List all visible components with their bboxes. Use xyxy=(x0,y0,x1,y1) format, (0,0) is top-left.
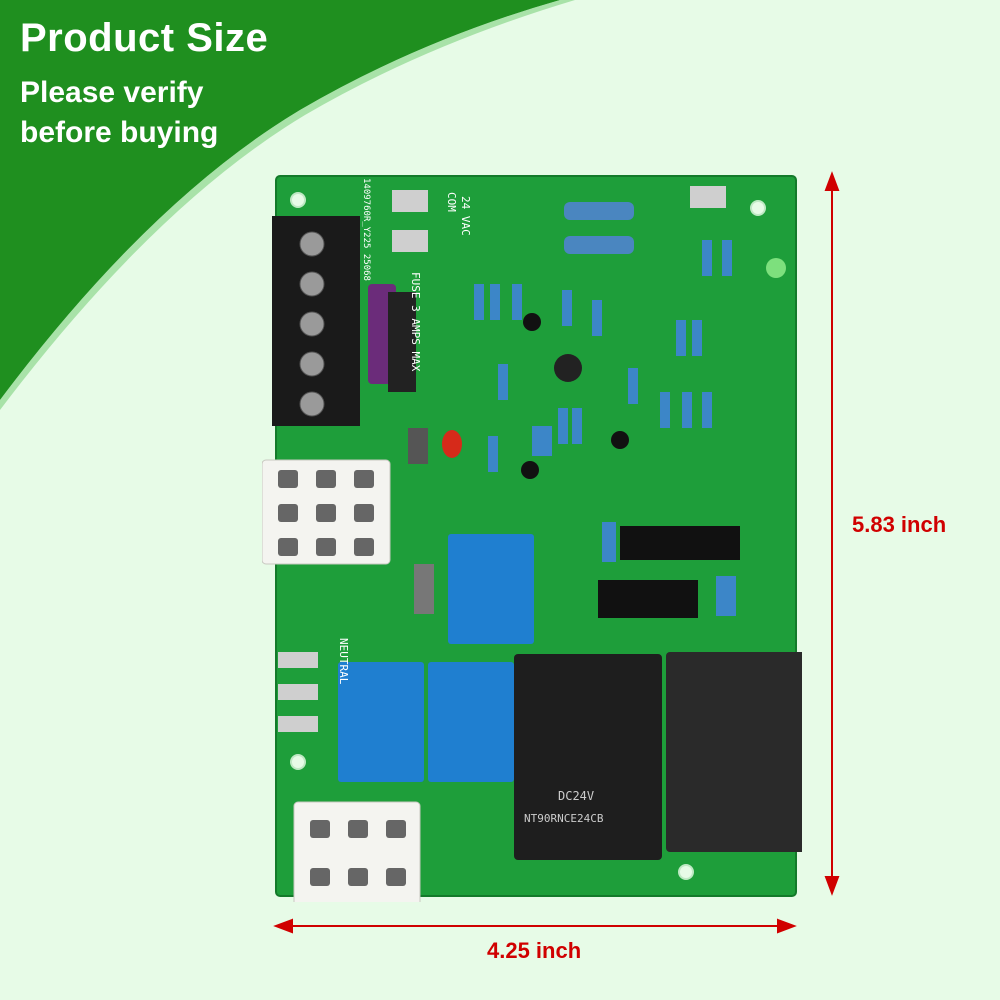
silk-fuse-label: FUSE 3 AMPS MAX xyxy=(409,272,422,372)
part-number-label: 1409760R_Y225 25068 xyxy=(361,178,371,281)
circuit-board-image: FUSE 3 AMPS MAX 24 VAC COM NEUTRAL 14097… xyxy=(261,172,818,913)
banner-title: Product Size xyxy=(20,16,269,60)
relay-big-model: NT90RNCE24CB xyxy=(524,812,604,825)
silk-com-label: COM xyxy=(445,192,458,212)
circuit-board-drawing: FUSE 3 AMPS MAX 24 VAC COM NEUTRAL 14097… xyxy=(261,175,818,913)
banner-line-1: Please verify xyxy=(20,76,204,109)
width-dimension-label: 4.25 inch xyxy=(487,938,582,963)
height-dimension-label: 5.83 inch xyxy=(852,512,947,537)
relay-big-voltage: DC24V xyxy=(558,789,594,803)
silk-neutral-label: NEUTRAL xyxy=(337,638,350,685)
silk-24vac-label: 24 VAC xyxy=(459,196,472,236)
banner-line-2: before buying xyxy=(20,116,219,149)
